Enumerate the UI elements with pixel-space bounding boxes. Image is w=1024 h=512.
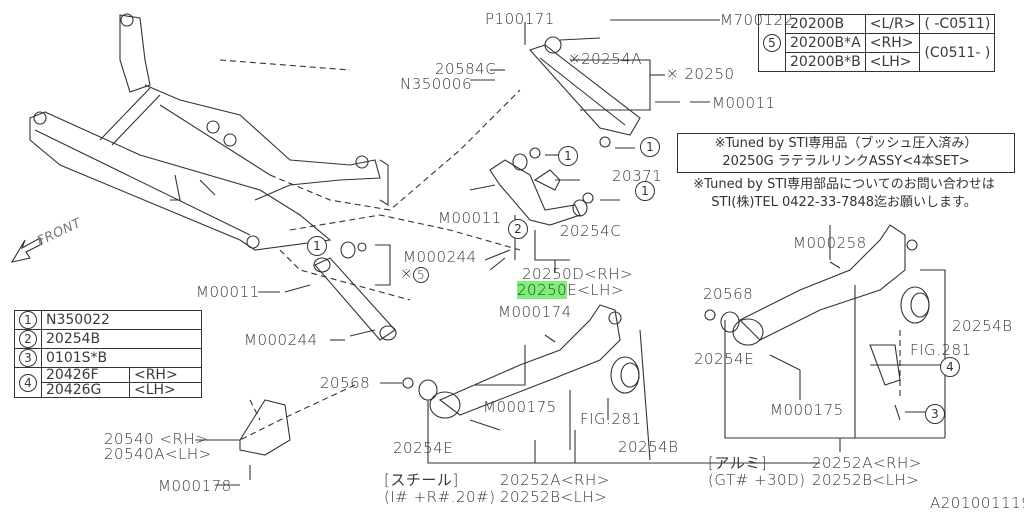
- callout-1-button[interactable]: 1: [307, 236, 327, 256]
- part-label-20252b-steel[interactable]: 20252B<LH>: [500, 488, 608, 506]
- part-label-p100171[interactable]: P100171: [485, 10, 555, 28]
- aluminum-trailing-arm: [704, 224, 930, 421]
- lower-link: [284, 241, 397, 341]
- part-label-m000258[interactable]: M000258: [793, 234, 867, 252]
- callout-5-icon: 5: [413, 267, 430, 283]
- part-label-m00011-mid[interactable]: M00011: [438, 209, 502, 227]
- side: <RH>: [864, 33, 921, 53]
- leader-lines: [195, 19, 946, 486]
- callout-2-icon: 2: [19, 330, 37, 348]
- callout-2-button[interactable]: 2: [508, 219, 528, 239]
- fig-281-steel-link[interactable]: FIG.281: [580, 410, 642, 428]
- range: (C0511- ): [919, 33, 996, 72]
- part-label-n350006[interactable]: N350006: [400, 75, 472, 93]
- part-label-20254e-alu[interactable]: 20254E: [694, 350, 755, 368]
- part-label-20252a-steel[interactable]: 20252A<RH>: [500, 471, 610, 489]
- middle-lateral-link: [469, 147, 594, 261]
- dashed-leaders: [219, 59, 901, 441]
- callout-4-button[interactable]: 4: [940, 357, 960, 377]
- part-label-m000174[interactable]: M000174: [498, 303, 572, 321]
- callout-1-button[interactable]: 1: [558, 146, 578, 166]
- part-label-20540[interactable]: 20540 <RH>: [104, 430, 209, 448]
- callout-3-icon: 3: [19, 349, 37, 367]
- part-label-m000178[interactable]: M000178: [158, 477, 232, 495]
- callout-5-icon: 5: [763, 34, 781, 52]
- callout-1-button[interactable]: 1: [635, 181, 655, 201]
- diagram-id-code: A201001119: [930, 494, 1024, 512]
- part-side: E<LH>: [567, 281, 624, 299]
- part-label-20254c[interactable]: 20254C: [560, 222, 622, 240]
- part-label-m000244-left[interactable]: M000244: [244, 331, 318, 349]
- side: <L/R>: [864, 14, 921, 34]
- sti-note-box-line1: ※Tuned by STI専用品（ブッシュ圧入済み）: [714, 136, 978, 151]
- sti-contact-line2: STI(株)TEL 0422-33-7848迄お願いします。: [711, 195, 977, 210]
- part-label-20254b-alu[interactable]: 20254B: [952, 317, 1013, 335]
- part-number[interactable]: 20200B: [785, 14, 866, 34]
- part-label-m00011-left[interactable]: M00011: [196, 283, 260, 301]
- part-label-20540a[interactable]: 20540A<LH>: [104, 445, 212, 463]
- alu-type-label: [アルミ]: [708, 454, 768, 472]
- part-number[interactable]: N350022: [41, 310, 202, 330]
- callout-1-icon: 1: [19, 311, 37, 329]
- part-label-20250d[interactable]: 20250D<RH>: [522, 265, 634, 283]
- part-label-20568-steel[interactable]: 20568: [320, 374, 371, 392]
- part-label-20568-alu[interactable]: 20568: [703, 285, 754, 303]
- callout-3-button[interactable]: 3: [925, 404, 945, 424]
- part-label-20371[interactable]: 20371: [612, 167, 663, 185]
- steel-models-label: (I# +R#.20#): [384, 488, 496, 506]
- variant-table: 5 20200B <L/R> ( -C0511) 20200B*A <RH> (…: [758, 14, 996, 72]
- sti-note-box: ※Tuned by STI専用品（ブッシュ圧入済み） 20250G ラテラルリン…: [677, 133, 1015, 173]
- fig-281-alu-link[interactable]: FIG.281: [910, 341, 972, 359]
- part-label-20250e[interactable]: 20250E<LH>: [517, 281, 624, 299]
- sti-contact-line1: ※Tuned by STI専用部品についてのお問い合わせは: [693, 177, 995, 192]
- upper-lateral-link: [529, 36, 680, 148]
- steel-trailing-arm: [402, 304, 640, 431]
- steel-type-label: [スチール]: [384, 471, 459, 489]
- rear-subframe: [29, 13, 389, 251]
- part-label-m700122[interactable]: M700122: [720, 11, 794, 29]
- highlighted-part-number: 20250: [517, 281, 568, 299]
- side: <LH>: [864, 52, 921, 72]
- sti-note-box-line2: 20250G ラテラルリンクASSY<4本SET>: [722, 154, 970, 169]
- part-label-m000244-mid[interactable]: M000244: [403, 248, 477, 266]
- part-label-20254b-steel[interactable]: 20254B: [618, 438, 679, 456]
- callout-4-icon: 4: [19, 373, 37, 392]
- part-number[interactable]: 20426G: [41, 382, 130, 398]
- part-label-20254a[interactable]: ※20254A: [568, 50, 643, 68]
- part-label-20254e-steel[interactable]: 20254E: [393, 439, 454, 457]
- part-label-m00011-top[interactable]: M00011: [712, 94, 776, 112]
- part-label-20252a-alu[interactable]: 20252A<RH>: [812, 454, 922, 472]
- bracket-20540: [239, 399, 291, 480]
- part-number[interactable]: 20426F: [41, 367, 130, 383]
- part-label-20250[interactable]: ※ 20250: [666, 65, 735, 83]
- part-number[interactable]: 20254B: [41, 329, 202, 349]
- sti-contact-note: ※Tuned by STI専用部品についてのお問い合わせは STI(株)TEL …: [664, 176, 1024, 212]
- ref-5-label[interactable]: ※5: [400, 267, 430, 283]
- side: <RH>: [128, 367, 203, 383]
- part-label-m000175-steel[interactable]: M000175: [483, 398, 557, 416]
- part-label-20252b-alu[interactable]: 20252B<LH>: [812, 471, 920, 489]
- front-arrow-icon: [10, 237, 43, 263]
- range: ( -C0511): [919, 14, 996, 34]
- part-label-20584c[interactable]: 20584C: [435, 60, 497, 78]
- callout-1-button[interactable]: 1: [640, 137, 660, 157]
- part-number[interactable]: 20200B*A: [785, 33, 866, 53]
- part-number[interactable]: 20200B*B: [785, 52, 866, 72]
- part-number[interactable]: 0101S*B: [41, 348, 202, 368]
- part-label-m000175-alu[interactable]: M000175: [770, 401, 844, 419]
- side: <LH>: [128, 382, 203, 398]
- alu-models-label: (GT# +30D): [708, 471, 806, 489]
